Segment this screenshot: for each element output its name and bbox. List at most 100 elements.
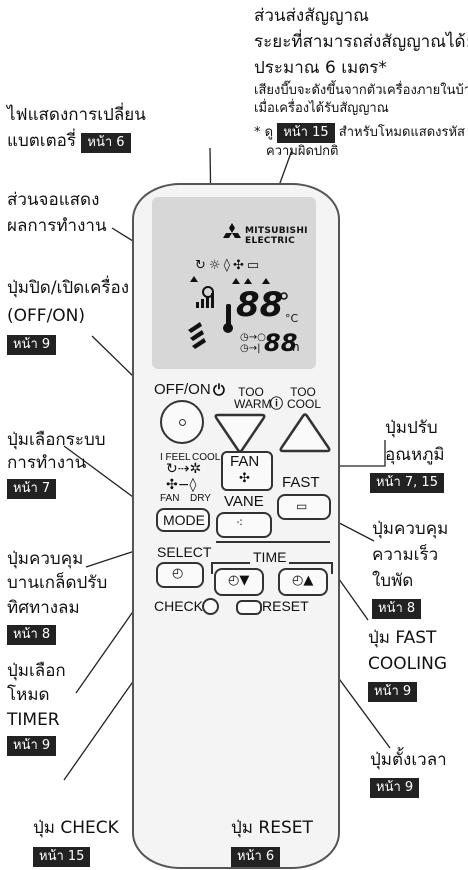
signal-note-line1: * ดู หน้า 15 สำหรับโหมดแสดงรหัส (254, 123, 465, 143)
lcd-display (186, 274, 303, 366)
timer-mode-label-line3: TIMER (7, 710, 60, 730)
fast-label-line1: ปุ่ม FAST (368, 628, 437, 648)
select-button[interactable]: ◴ (156, 562, 204, 588)
fan-button[interactable]: FAN ✣ (221, 451, 273, 491)
onoff-page-badge: หน้า 9 (7, 335, 57, 355)
lcd-temperature-unit: °C (285, 312, 299, 325)
too-cool-button[interactable] (279, 412, 331, 454)
time-down-button[interactable]: ◴▼ (214, 568, 264, 596)
power-icon: ⏻ (213, 381, 225, 399)
timer-mode-label-page: หน้า 9 (7, 732, 57, 757)
temp-label-page: หน้า 7, 15 (370, 469, 444, 494)
fan-speed-label-line1: ปุ่มควบคุม (372, 519, 449, 539)
timer-set-label-line1: ปุ่มตั้งเวลา (370, 750, 447, 770)
mode-button[interactable]: MODE (156, 508, 210, 532)
mode-button-label: MODE (163, 512, 205, 528)
fast-cooling-button[interactable]: ▭ (277, 494, 331, 520)
lcd-temperature: 88 (236, 285, 284, 325)
check-button[interactable] (202, 598, 219, 615)
mode-fan-dry-icon: ✣−◊ (166, 477, 197, 493)
signal-beep-line1: เสียงบี๊บจะดังขึ้นจากตัวเครื่องภายในบ้าน (254, 83, 468, 98)
mode-page-badge: หน้า 7 (7, 479, 57, 499)
too-cool-line1: TOO (290, 385, 316, 399)
mode-label-line1: ปุ่มเลือกระบบ (7, 430, 106, 450)
temp-page-badge: หน้า 7, 15 (370, 473, 444, 493)
signal-distance: ประมาณ 6 เมตร* (254, 58, 387, 78)
onoff-label-line2: (OFF/ON) (7, 306, 86, 326)
reset-button[interactable] (236, 600, 262, 615)
brand-line-2: ELECTRIC (245, 236, 296, 246)
time-label: TIME (250, 550, 290, 564)
timer-set-label-page: หน้า 9 (370, 774, 420, 799)
vane-icon: ⁖ (236, 516, 244, 530)
clock-down-icon: ◴▼ (228, 573, 250, 588)
too-warm-line1: TOO (238, 385, 264, 399)
vane-label: VANE (224, 493, 264, 510)
fan-speed-label-page: หน้า 8 (372, 595, 422, 620)
mode-label-page: หน้า 7 (7, 475, 57, 500)
timer-mode-page-badge: หน้า 9 (7, 736, 57, 756)
reset-caption: ปุ่ม RESET (231, 818, 313, 838)
battery-page-badge: หน้า 6 (81, 133, 131, 153)
dry-mode-icon: ◊ (223, 258, 233, 273)
note-page-badge: หน้า 15 (277, 123, 335, 143)
too-warm-button[interactable] (214, 412, 266, 454)
clock-icon: ◴ (172, 566, 184, 581)
signal-range-line: ระยะที่สามารถส่งสัญญาณได้: (254, 32, 468, 52)
onoff-dot-icon (179, 419, 186, 426)
check-page-badge: หน้า 15 (33, 847, 91, 867)
select-label: SELECT (157, 544, 212, 560)
fast-mode-icon: ▭ (246, 258, 263, 273)
check-caption: ปุ่ม CHECK (33, 818, 119, 838)
temp-label-line2: อุณหภูมิ (385, 445, 445, 465)
signal-beep-line2: เมื่อเครื่องได้รับสัญญาณ (254, 101, 389, 116)
signal-note-line2: ความผิดปกติ (266, 144, 339, 159)
fast-page-badge: หน้า 9 (368, 682, 418, 702)
too-warm-line2: WARM (234, 397, 272, 411)
battery-label-line1: ไฟแสดงการเปลี่ยน (7, 105, 146, 125)
vane-button[interactable]: ⁖ (216, 512, 272, 538)
note-suffix: สำหรับโหมดแสดงรหัส (338, 125, 465, 140)
display-label-line2: ผลการทำงาน (7, 216, 107, 236)
onoff-label: OFF/ON (154, 381, 211, 398)
signal-title: ส่วนส่งสัญญาณ (254, 6, 369, 26)
temp-label-line1: ปุ่มปรับ (385, 418, 438, 438)
too-cool-line2: COOL (287, 397, 322, 411)
reset-label: RESET (262, 598, 309, 614)
clock-up-icon: ◴▲ (292, 573, 314, 588)
mode-cycle-icon: ↻⇢✲ (166, 461, 202, 477)
lcd-timer-unit: h (292, 340, 300, 354)
i-feel-icon: ⓘ (270, 397, 284, 412)
vane-label-page: หน้า 8 (7, 621, 57, 646)
fan-speed-label-line2: ความเร็ว (372, 545, 439, 565)
reset-page-badge: หน้า 6 (231, 847, 281, 867)
mode-cool-label: COOL (192, 452, 221, 463)
fan-speed-label-line3: ใบพัด (372, 571, 414, 591)
lcd-mode-icons: ↻☼◊✣▭ (195, 258, 262, 273)
display-label-line1: ส่วนจอแสดง (7, 190, 100, 210)
onoff-label-page: หน้า 9 (7, 331, 57, 356)
too-warm-label: TOO WARM (234, 385, 272, 411)
reset-caption-page: หน้า 6 (231, 843, 281, 868)
mitsubishi-logo-icon (220, 222, 244, 249)
mode-label-line2: การทำงาน (7, 453, 87, 473)
fan-icon: ✣ (239, 471, 250, 486)
vane-page-badge: หน้า 8 (7, 625, 57, 645)
time-up-button[interactable]: ◴▲ (278, 568, 328, 596)
check-label: CHECK (154, 598, 204, 614)
heat-mode-icon: ☼ (208, 258, 224, 273)
vane-label-line3: ทิศทางลม (7, 598, 80, 618)
onoff-label-line1: ปุ่มปิด/เปิดเครื่อง (7, 278, 130, 298)
timer-mode-label-line2: โหมด (7, 685, 50, 705)
vane-label-line2: บานเกล็ดปรับ (7, 573, 108, 593)
lcd-timer-icons: ◷→○◷→| (240, 332, 266, 354)
mode-dry-label: DRY (190, 493, 211, 504)
fan-button-label: FAN (230, 453, 260, 470)
note-prefix: * ดู (254, 125, 274, 140)
fan-mode-icon: ✣ (233, 258, 247, 273)
fast-label-page: หน้า 9 (368, 678, 418, 703)
onoff-button[interactable] (160, 400, 204, 444)
fan-speed-page-badge: หน้า 8 (372, 599, 422, 619)
brand-line-1: MITSUBISHI (245, 226, 308, 236)
mode-ifeel-label: I FEEL (160, 452, 191, 463)
